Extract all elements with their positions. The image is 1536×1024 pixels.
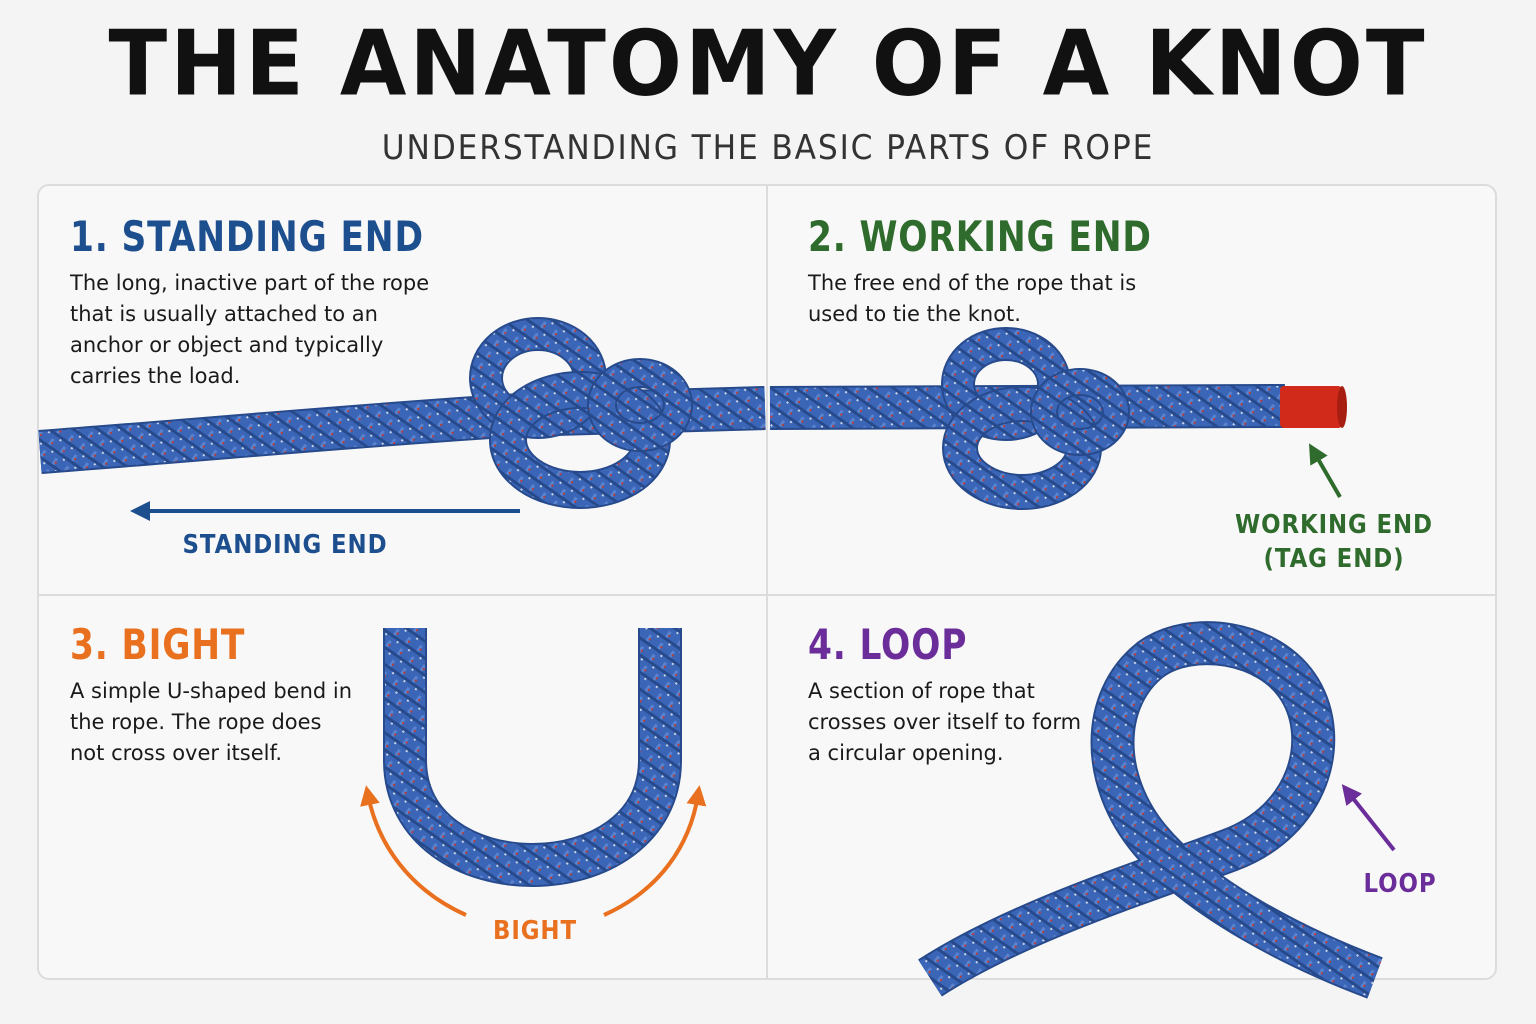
- working-end-label-line2: (TAG END): [1263, 544, 1405, 574]
- panel-2-title: 2. WORKING END: [808, 212, 1152, 261]
- loop-label: LOOP: [1363, 869, 1437, 899]
- panel-2-description: The free end of the rope that is used to…: [808, 271, 1137, 326]
- working-end-label-line1: WORKING END: [1235, 510, 1433, 540]
- panel-1-description: The long, inactive part of the rope that…: [70, 271, 430, 388]
- panel-3-title: 3. BIGHT: [70, 620, 246, 669]
- page-title: THE ANATOMY OF A KNOT: [108, 11, 1428, 117]
- panel-3-description: A simple U-shaped bend in the rope. The …: [70, 679, 353, 765]
- horizontal-divider: [39, 594, 1495, 596]
- working-end-label: WORKING END (TAG END): [1228, 508, 1439, 576]
- bight-label: BIGHT: [493, 916, 577, 946]
- page-subtitle: UNDERSTANDING THE BASIC PARTS OF ROPE: [381, 128, 1155, 168]
- panel-4-title: 4. LOOP: [808, 620, 968, 669]
- panel-4-description: A section of rope that crosses over itse…: [808, 679, 1082, 765]
- standing-end-label: STANDING END: [182, 530, 388, 560]
- vertical-divider: [766, 186, 768, 978]
- panel-1-title: 1. STANDING END: [70, 212, 424, 261]
